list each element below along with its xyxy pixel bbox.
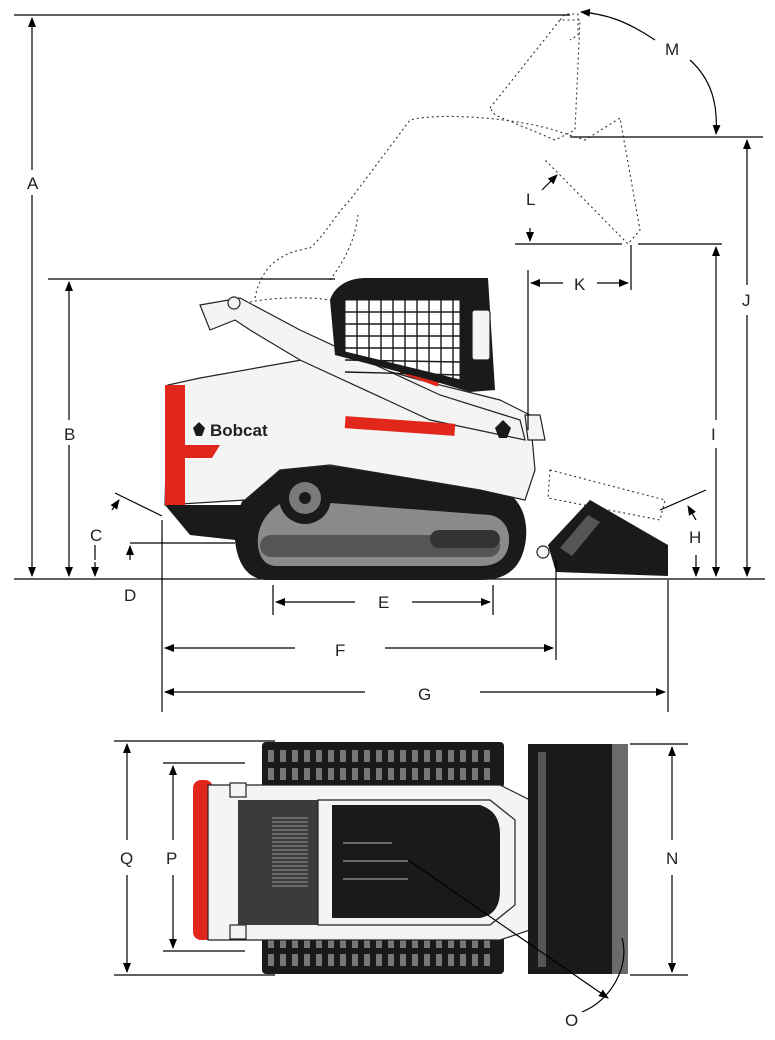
bobcat-head-icon <box>193 422 205 436</box>
label-I: I <box>711 425 716 444</box>
raised-arm-outline <box>249 13 666 521</box>
label-J: J <box>742 291 751 310</box>
logo-text: Bobcat <box>210 421 268 440</box>
label-D: D <box>124 586 136 605</box>
label-N: N <box>666 849 678 868</box>
label-Q: Q <box>120 849 133 868</box>
label-M: M <box>665 40 679 59</box>
bobcat-head-icon-front <box>495 420 511 438</box>
dimension-lines-side <box>14 8 763 712</box>
dimension-lines-top <box>114 740 688 1013</box>
track-side <box>234 460 527 580</box>
top-view: Q P N O <box>114 740 688 1030</box>
label-G: G <box>418 685 431 704</box>
cab-roof <box>332 805 500 918</box>
label-K: K <box>574 275 586 294</box>
label-B: B <box>64 425 75 444</box>
machine-body: Bobcat <box>164 278 668 576</box>
label-E: E <box>378 593 389 612</box>
label-F: F <box>335 641 345 660</box>
label-P: P <box>166 849 177 868</box>
label-A: A <box>27 174 39 193</box>
label-H: H <box>689 528 701 547</box>
track-top-upper <box>262 742 504 788</box>
label-L: L <box>526 190 535 209</box>
label-C: C <box>90 526 102 545</box>
label-O: O <box>565 1011 578 1030</box>
side-view: Bobcat <box>14 8 765 712</box>
